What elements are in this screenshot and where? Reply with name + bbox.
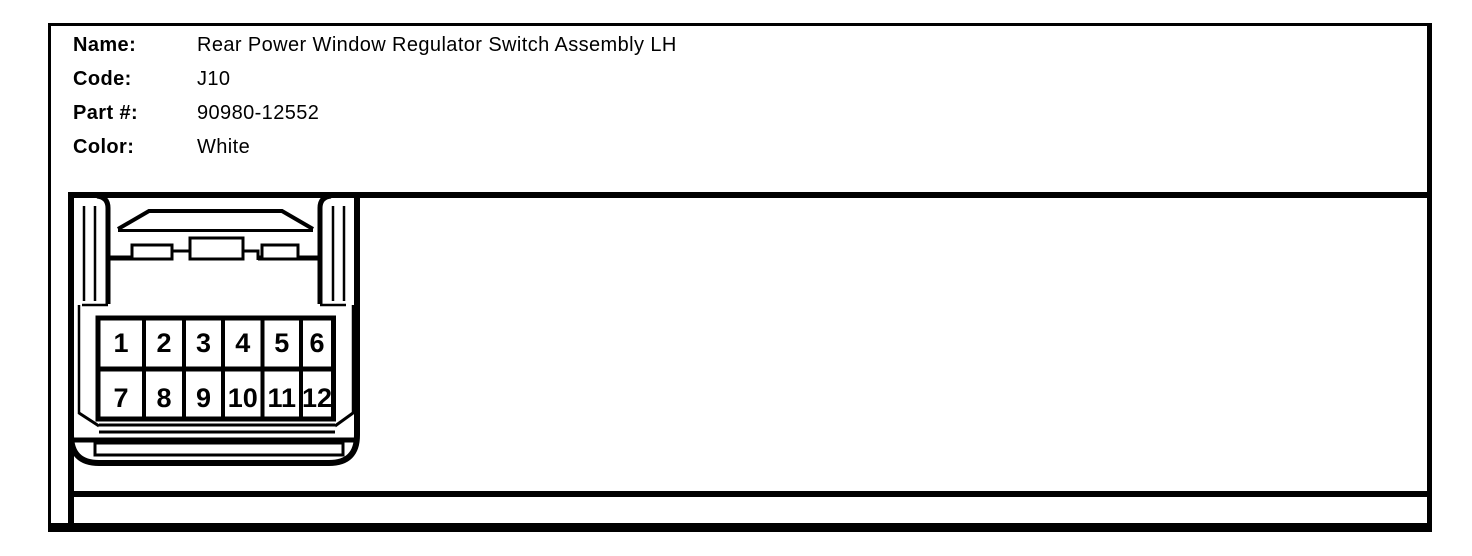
- pin-number-9: 9: [196, 383, 211, 413]
- connector-latch-trapezoid: [116, 209, 315, 231]
- pin-number-7: 7: [113, 383, 128, 413]
- field-label-part-number: Part #:: [73, 102, 139, 124]
- pin-number-4: 4: [235, 328, 250, 358]
- connector-right-tab: [317, 193, 332, 304]
- pin-number-3: 3: [196, 328, 211, 358]
- panel-divider: [68, 491, 1427, 497]
- pin-number-5: 5: [274, 328, 289, 358]
- connector-lower-band: [99, 423, 335, 434]
- pin-number-12: 12: [302, 383, 332, 413]
- field-label-color: Color:: [73, 136, 135, 158]
- pin-number-2: 2: [156, 328, 171, 358]
- connector-latch-block-center: [188, 236, 245, 261]
- connector-flange-rect: [93, 441, 345, 457]
- field-value-code: J10: [197, 68, 231, 90]
- connector-left-tab-slot: [82, 206, 108, 307]
- connector-info-header: Name: Rear Power Window Regulator Switch…: [73, 28, 677, 164]
- connector-latch-block-left: [130, 243, 174, 261]
- connector-inner-walls: [77, 305, 355, 414]
- connector-latch-block-right: [260, 243, 300, 261]
- pin-number-8: 8: [156, 383, 171, 413]
- field-row-color: Color: White: [73, 130, 677, 164]
- pin-number-6: 6: [309, 328, 324, 358]
- field-value-name: Rear Power Window Regulator Switch Assem…: [197, 34, 677, 56]
- connector-diagram: 1 2 3 4 5 6 7 8 9 10 11 12: [68, 193, 360, 466]
- field-label-name: Name:: [73, 34, 137, 56]
- pin-number-10: 10: [228, 383, 258, 413]
- connector-body-outline: [68, 193, 360, 466]
- pin-number-11: 11: [267, 383, 296, 413]
- pin-number-1: 1: [113, 328, 128, 358]
- connector-left-tab: [96, 193, 111, 304]
- field-row-name: Name: Rear Power Window Regulator Switch…: [73, 28, 677, 62]
- field-label-code: Code:: [73, 68, 132, 90]
- field-value-color: White: [197, 136, 251, 158]
- field-row-code: Code: J10: [73, 62, 677, 96]
- connector-lower-chamfers: [78, 411, 354, 428]
- field-row-part-number: Part #: 90980-12552: [73, 96, 677, 130]
- field-value-part-number: 90980-12552: [197, 102, 320, 124]
- connector-right-tab-slot: [320, 206, 346, 307]
